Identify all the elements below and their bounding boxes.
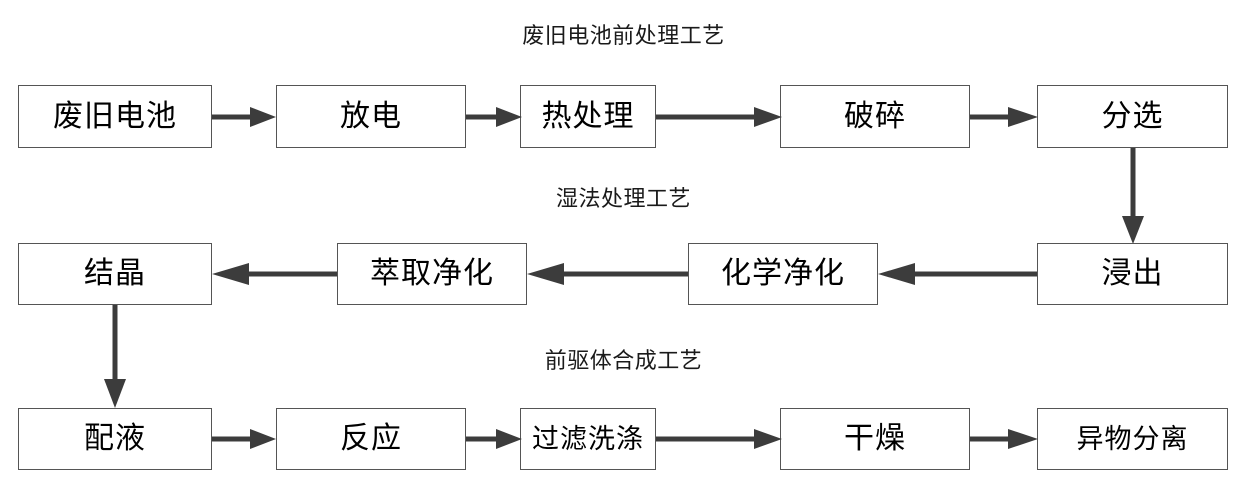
node-heat-treatment[interactable]: 热处理 (520, 85, 656, 148)
node-label: 分选 (1101, 98, 1164, 134)
node-chemical-purification[interactable]: 化学净化 (688, 243, 878, 305)
node-reaction[interactable]: 反应 (276, 408, 466, 470)
arrow-reaction-to-filtration-washing (466, 427, 522, 451)
node-crystallization[interactable]: 结晶 (18, 243, 212, 305)
node-label: 配液 (84, 421, 146, 456)
node-solution-preparation[interactable]: 配液 (18, 408, 212, 470)
node-filtration-washing[interactable]: 过滤洗涤 (520, 408, 656, 470)
arrow-leaching-to-chemical-purification (878, 262, 1037, 286)
arrow-waste-battery-to-discharge (212, 105, 276, 129)
arrow-heat-treatment-to-crushing (656, 105, 782, 129)
arrow-solution-preparation-to-reaction (212, 427, 276, 451)
node-waste-battery[interactable]: 废旧电池 (18, 85, 212, 148)
node-foreign-matter-separation[interactable]: 异物分离 (1037, 408, 1228, 470)
arrow-sorting-to-leaching (1121, 148, 1145, 244)
section-title-pretreatment: 废旧电池前处理工艺 (522, 24, 725, 49)
node-label: 异物分离 (1076, 423, 1189, 455)
arrow-filtration-washing-to-drying (656, 427, 782, 451)
node-label: 放电 (340, 98, 402, 134)
arrow-discharge-to-heat-treatment (466, 105, 522, 129)
node-label: 结晶 (84, 256, 146, 291)
arrow-crushing-to-sorting (970, 105, 1038, 129)
node-label: 过滤洗涤 (532, 423, 644, 455)
node-crushing[interactable]: 破碎 (780, 85, 970, 148)
node-label: 浸出 (1101, 256, 1164, 291)
arrow-extraction-purification-to-crystallization (212, 262, 337, 286)
node-extraction-purification[interactable]: 萃取净化 (337, 243, 527, 305)
node-discharge[interactable]: 放电 (276, 85, 466, 148)
section-title-precursor: 前驱体合成工艺 (544, 349, 703, 374)
arrow-crystallization-to-solution-preparation (103, 305, 127, 408)
node-label: 干燥 (844, 421, 906, 456)
node-label: 热处理 (541, 98, 635, 134)
arrow-chemical-purification-to-extraction-purification (527, 262, 688, 286)
node-sorting[interactable]: 分选 (1037, 85, 1228, 148)
node-label: 化学净化 (721, 256, 845, 291)
node-label: 反应 (340, 421, 402, 456)
node-label: 萃取净化 (370, 256, 494, 291)
node-label: 破碎 (844, 98, 906, 134)
node-leaching[interactable]: 浸出 (1037, 243, 1228, 305)
arrow-drying-to-foreign-matter-separation (970, 427, 1038, 451)
node-label: 废旧电池 (53, 98, 177, 134)
section-title-hydrometallurgy: 湿法处理工艺 (555, 187, 691, 212)
node-drying[interactable]: 干燥 (780, 408, 970, 470)
